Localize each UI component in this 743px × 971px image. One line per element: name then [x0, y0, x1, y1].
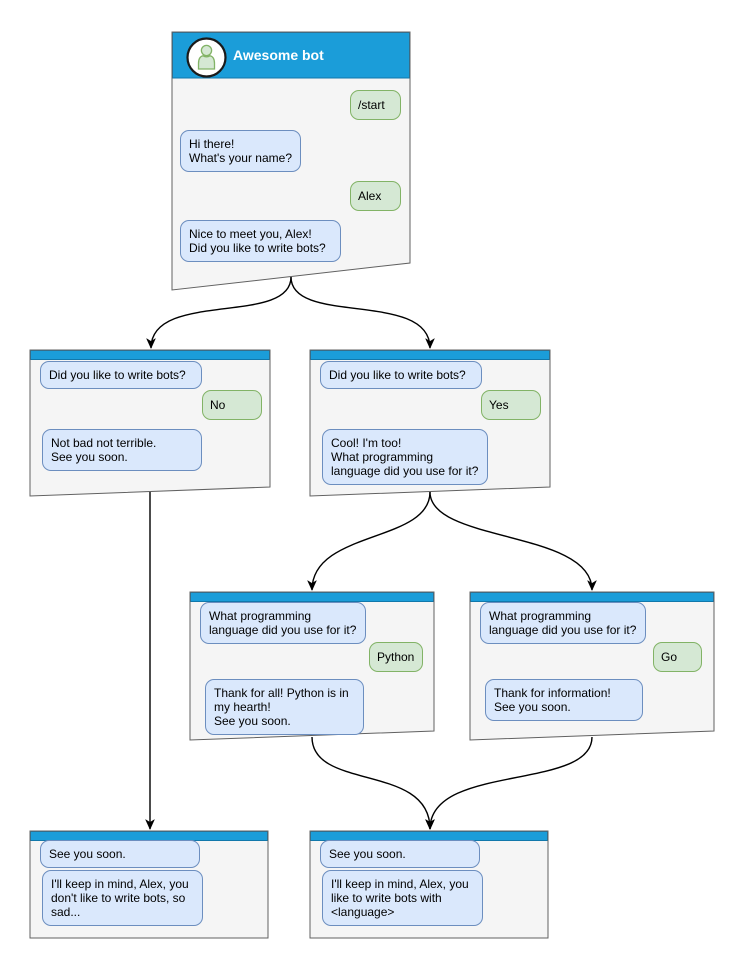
user-message-name: Alex — [350, 181, 401, 211]
no-branch-question: Did you like to write bots? — [40, 361, 202, 389]
no-branch-header-bar — [30, 350, 270, 360]
edge-yes-to-python — [307, 491, 431, 591]
bot-message-greeting: Hi there! What's your name? — [180, 130, 301, 172]
bot-avatar-icon — [186, 37, 227, 78]
edge-start-to-no — [146, 276, 292, 349]
go-branch-bot-reply: Thank for information! See you soon. — [485, 679, 643, 721]
yes-branch-bot-reply: Cool! I'm too! What programming language… — [322, 429, 488, 485]
no-branch-bot-reply: Not bad not terrible. See you soon. — [42, 429, 202, 471]
no-branch-user-answer: No — [202, 390, 262, 420]
go-branch-user-answer: Go — [653, 642, 702, 672]
end-no-question: See you soon. — [40, 840, 200, 868]
end-no-bot-reply: I'll keep in mind, Alex, you don't like … — [42, 870, 203, 926]
main-window-title: Awesome bot — [233, 47, 324, 63]
python-branch-user-answer: Python — [369, 642, 423, 672]
python-branch-question: What programming language did you use fo… — [200, 602, 366, 644]
python-branch-bot-reply: Thank for all! Python is in my hearth! S… — [205, 679, 364, 735]
yes-branch-header-bar — [310, 350, 550, 360]
end-yes-bot-reply: I'll keep in mind, Alex, you like to wri… — [322, 870, 483, 926]
bot-message-bots-question: Nice to meet you, Alex! Did you like to … — [180, 220, 341, 262]
yes-branch-user-answer: Yes — [481, 390, 541, 420]
go-branch-header-bar — [470, 592, 714, 602]
edge-python-to-end — [311, 736, 435, 830]
edge-yes-to-go — [429, 491, 597, 591]
python-branch-header-bar — [190, 592, 434, 602]
go-branch-question: What programming language did you use fo… — [480, 602, 646, 644]
yes-branch-question: Did you like to write bots? — [320, 361, 482, 389]
edge-start-to-yes — [290, 276, 435, 349]
end-yes-question: See you soon. — [320, 840, 480, 868]
edge-go-to-end — [425, 736, 593, 830]
flow-edges — [145, 276, 597, 830]
user-message-start-command: /start — [350, 90, 401, 120]
